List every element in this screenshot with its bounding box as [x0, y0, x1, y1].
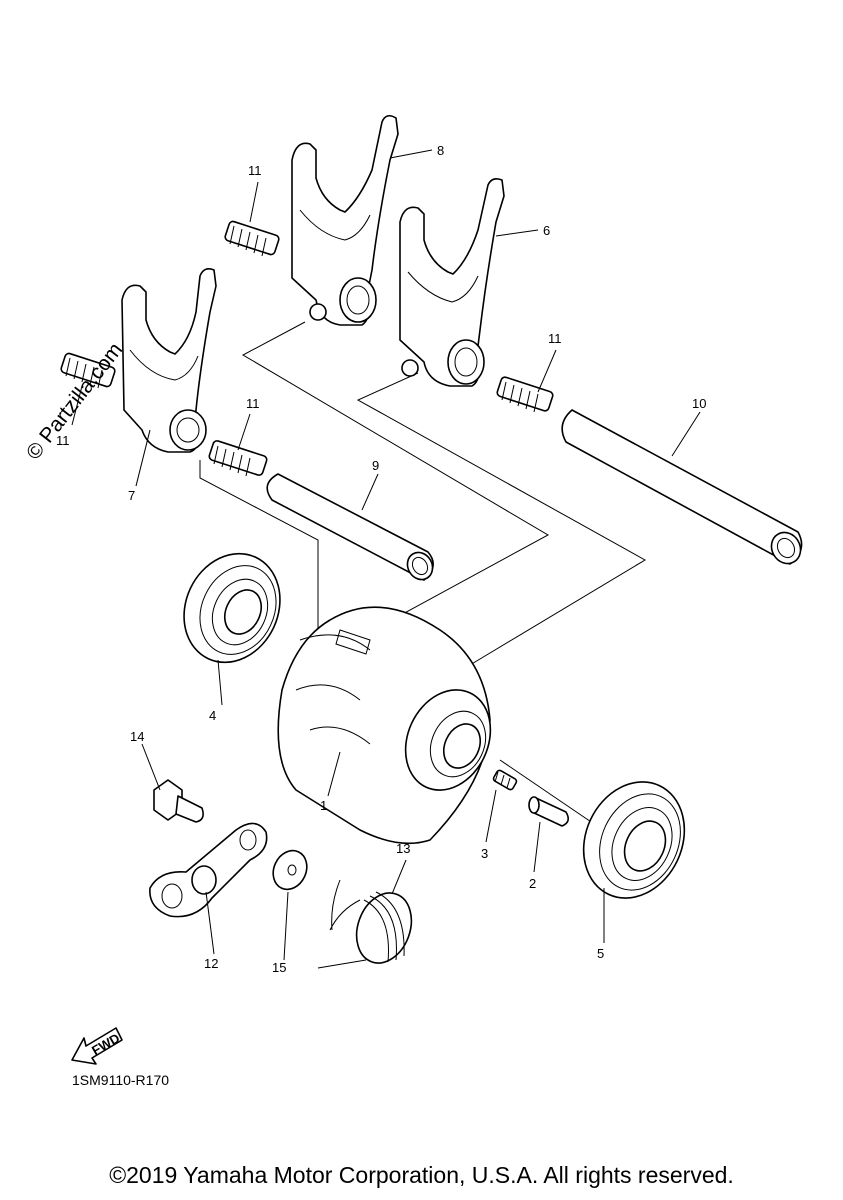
spring-11-a[interactable] [224, 220, 280, 257]
callout-1: 1 [320, 798, 327, 813]
spring-11-b[interactable] [60, 352, 116, 389]
callout-13: 13 [396, 841, 410, 856]
guide-bar-10[interactable] [561, 409, 806, 569]
bearing-5[interactable] [565, 765, 703, 914]
copyright-notice: ©2019 Yamaha Motor Corporation, U.S.A. A… [109, 1162, 734, 1188]
washer-15[interactable] [267, 845, 313, 895]
callout-8: 8 [437, 143, 444, 158]
diagram-code: 1SM9110-R170 [72, 1072, 170, 1088]
callout-11-d: 11 [548, 331, 562, 346]
callout-3: 3 [481, 846, 488, 861]
spring-11-c[interactable] [208, 440, 268, 477]
callout-11-c: 11 [246, 396, 260, 411]
guide-bar-9[interactable] [266, 473, 437, 584]
callout-2: 2 [529, 876, 536, 891]
callout-9: 9 [372, 458, 379, 473]
callout-5: 5 [597, 946, 604, 961]
bolt-14[interactable] [153, 779, 204, 823]
callout-6: 6 [543, 223, 550, 238]
shift-fork-8[interactable] [291, 114, 399, 326]
callout-14: 14 [130, 729, 144, 744]
shift-fork-6[interactable] [399, 178, 505, 387]
bearing-4[interactable] [167, 538, 298, 678]
callout-12: 12 [204, 956, 218, 971]
stopper-lever-12[interactable] [149, 822, 268, 918]
shift-fork-7[interactable] [121, 268, 217, 453]
shift-drum-1[interactable] [277, 606, 506, 845]
callout-7: 7 [128, 488, 135, 503]
spring-11-d[interactable] [496, 376, 554, 413]
callout-11-b: 11 [56, 433, 70, 448]
assembly-guide-lines [199, 321, 646, 829]
leader-lines [71, 149, 701, 961]
spring-3[interactable] [492, 769, 518, 791]
fwd-arrow-icon: FWD [71, 1027, 123, 1065]
callout-10: 10 [692, 396, 706, 411]
callout-15: 15 [272, 960, 286, 975]
pin-2[interactable] [528, 796, 570, 827]
callout-labels: 8 6 11 11 11 11 9 10 7 4 1 3 2 5 14 12 1… [56, 143, 706, 975]
torsion-spring-13[interactable] [317, 879, 421, 971]
callout-4: 4 [209, 708, 216, 723]
callout-11-a: 11 [248, 163, 262, 178]
